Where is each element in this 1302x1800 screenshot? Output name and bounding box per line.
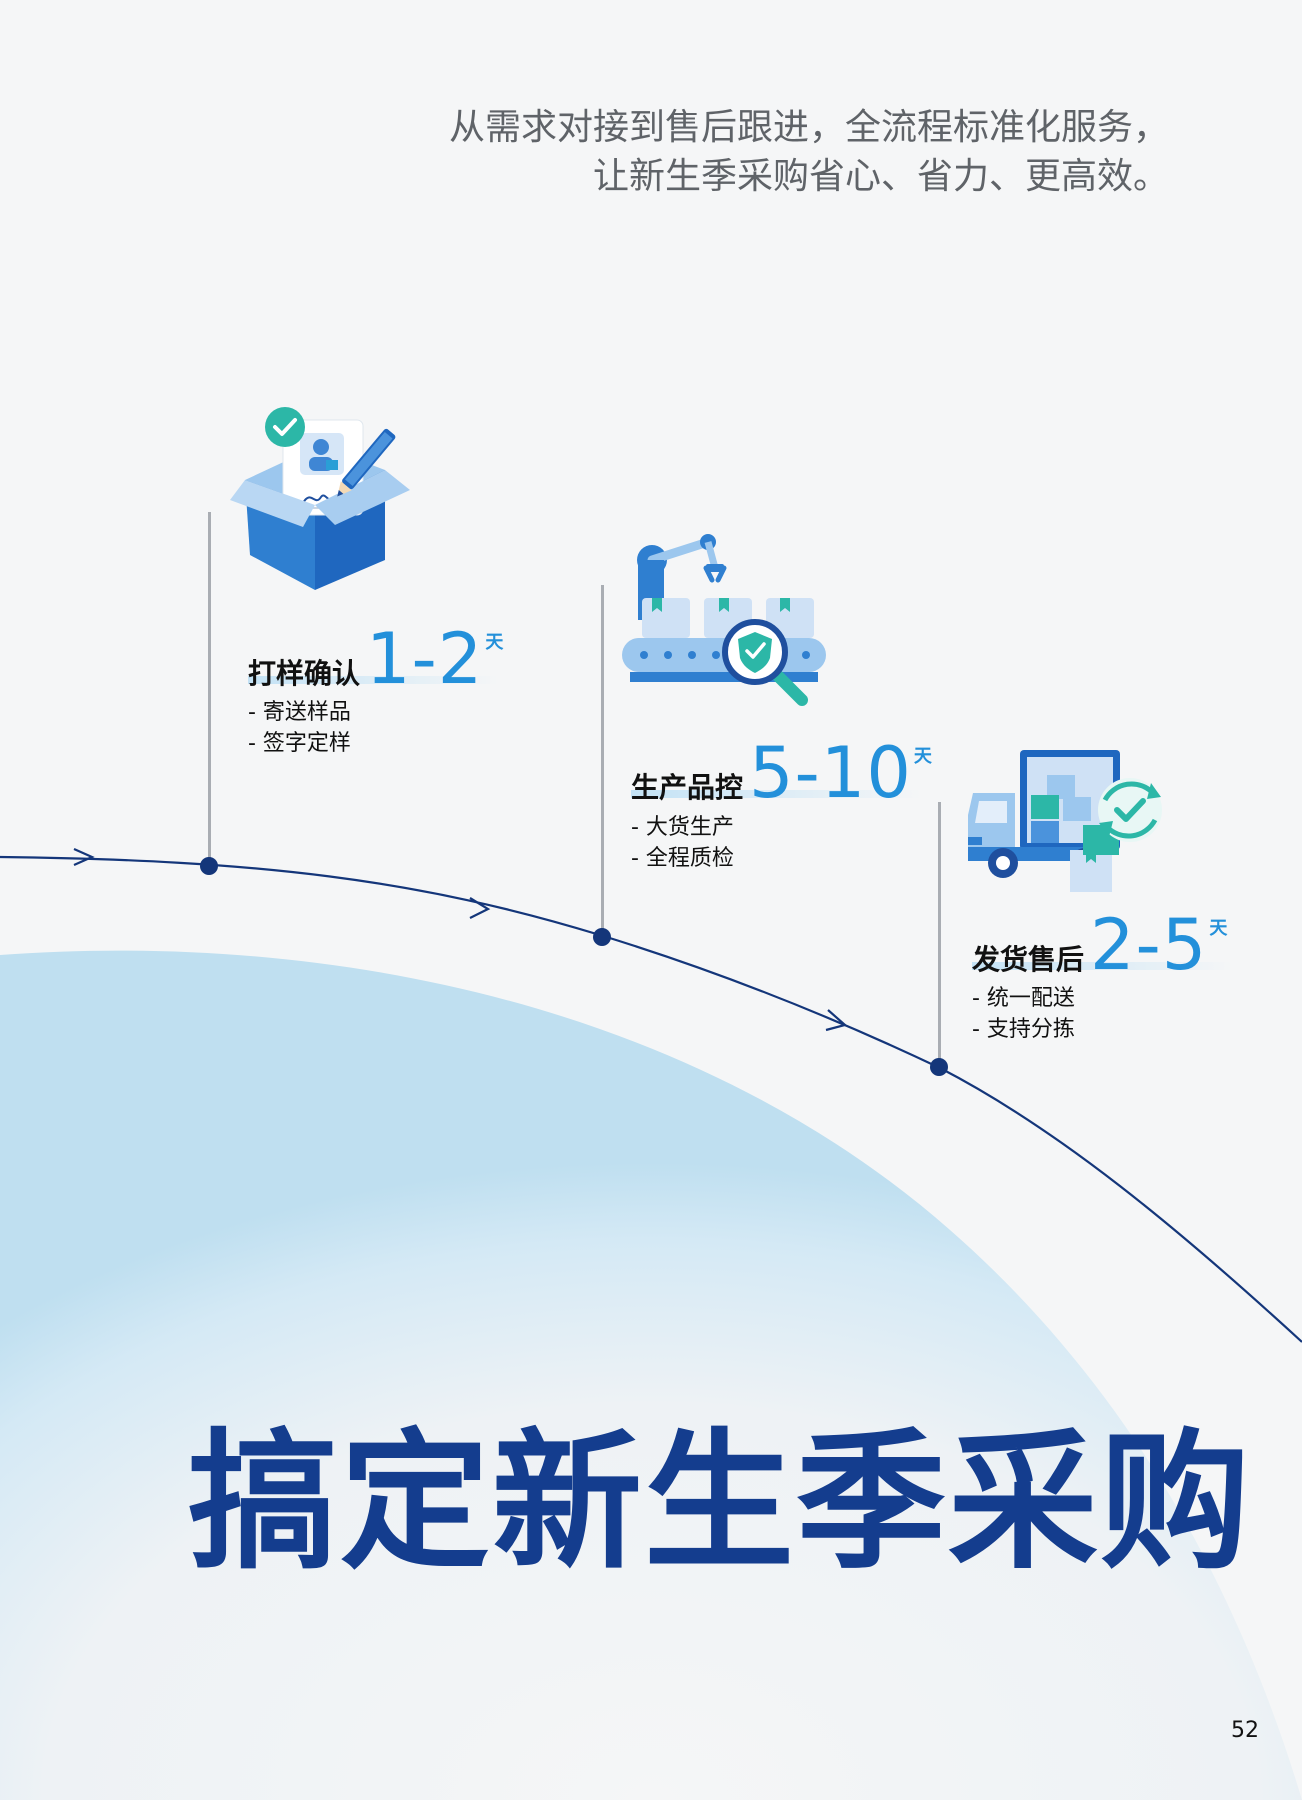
step-3-highlight — [972, 962, 1232, 970]
step-1-unit: 天 — [485, 632, 504, 653]
step-3-items: - 统一配送 - 支持分拣 — [972, 983, 1075, 1045]
delivery-truck-icon — [968, 750, 1162, 892]
step-1-item: - 签字定样 — [248, 731, 351, 756]
timeline-stem-3 — [938, 802, 941, 1068]
step-2-item: - 大货生产 — [631, 815, 734, 840]
step-1-highlight — [248, 676, 498, 684]
step-2-title: 生产品控 — [631, 771, 744, 804]
step-1-items: - 寄送样品 - 签字定样 — [248, 697, 351, 759]
step-1-days: 1-2 — [366, 618, 484, 700]
intro-line-1: 从需求对接到售后跟进，全流程标准化服务， — [448, 107, 1169, 148]
step-2-unit: 天 — [913, 746, 932, 767]
step-3-item: - 统一配送 — [972, 986, 1075, 1011]
production-line-quality-icon — [622, 534, 826, 706]
timeline-stem-2 — [601, 585, 604, 937]
page-number: 52 — [1231, 1718, 1259, 1743]
step-2-items: - 大货生产 - 全程质检 — [631, 812, 734, 874]
step-1-item: - 寄送样品 — [248, 700, 351, 725]
intro-line-2: 让新生季采购省心、省力、更高效。 — [592, 156, 1169, 197]
timeline-dot-2 — [593, 928, 611, 946]
timeline-dot-1 — [200, 857, 218, 875]
timeline-stem-1 — [208, 512, 211, 866]
sample-box-signature-icon — [230, 407, 410, 590]
step-3-days: 2-5 — [1090, 904, 1208, 986]
step-2-highlight — [631, 790, 921, 798]
step-3-item: - 支持分拣 — [972, 1017, 1075, 1042]
step-2-days: 5-10 — [749, 732, 912, 814]
step-1-title: 打样确认 — [248, 657, 361, 690]
main-title: 搞定新生季采购 — [188, 1416, 1253, 1590]
step-3-unit: 天 — [1209, 918, 1228, 939]
intro-text: 从需求对接到售后跟进，全流程标准化服务， 让新生季采购省心、省力、更高效。 — [449, 103, 1169, 201]
step-2-item: - 全程质检 — [631, 846, 734, 871]
step-3-title: 发货售后 — [972, 943, 1085, 976]
timeline-dot-3 — [930, 1058, 948, 1076]
